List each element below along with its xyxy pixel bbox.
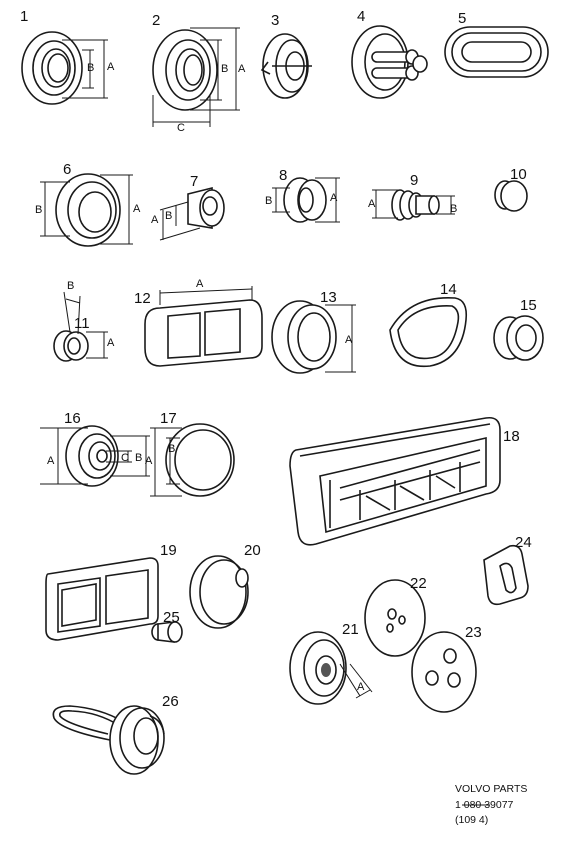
callout-16: 16: [64, 410, 81, 427]
callout-10: 10: [510, 166, 527, 183]
part-12-double-grommet: [144, 286, 263, 367]
callout-2: 2: [152, 12, 160, 29]
part-8-grommet: [272, 177, 340, 223]
part-14-seal: [389, 296, 468, 368]
part-11-grommet: [53, 291, 108, 362]
part-19-frame: [45, 557, 159, 641]
part-6-grommet: [40, 173, 133, 247]
dim-label-7b: B: [165, 210, 172, 222]
callout-3: 3: [271, 12, 279, 29]
footer-brand: VOLVO PARTS: [455, 783, 527, 795]
dim-label-6a: A: [133, 203, 141, 215]
dim-label-16c: C: [121, 452, 129, 464]
dim-label-9b: B: [450, 203, 457, 215]
part-23-disc: [411, 631, 477, 713]
dim-label-2b: B: [221, 63, 228, 75]
part-24-clip: [483, 544, 529, 606]
dim-label-17b: B: [168, 443, 175, 455]
callout-15: 15: [520, 297, 537, 314]
callout-1: 1: [20, 8, 28, 25]
callout-9: 9: [410, 172, 418, 189]
part-26-strap-grommet: [52, 705, 165, 775]
dim-label-7a: A: [151, 214, 159, 226]
part-15-grommet: [493, 315, 544, 361]
callout-20: 20: [244, 542, 261, 559]
part-17-ring: [150, 423, 235, 497]
dim-label-11a: A: [107, 337, 115, 349]
dim-label-1a: A: [107, 61, 115, 73]
callout-8: 8: [279, 167, 287, 184]
callout-25: 25: [163, 609, 180, 626]
dim-label-11b: B: [67, 280, 74, 292]
part-10-plug: [494, 180, 528, 212]
callout-22: 22: [410, 575, 427, 592]
dim-label-6b: B: [35, 204, 42, 216]
dim-label-16b: B: [135, 452, 142, 464]
part-20-cap: [189, 555, 249, 629]
callout-24: 24: [515, 534, 532, 551]
part-3-grommet: [260, 33, 312, 99]
dim-label-8a: A: [330, 192, 338, 204]
part-22-disc: [364, 579, 426, 657]
dim-label-21a: A: [357, 681, 365, 693]
callout-26: 26: [162, 693, 179, 710]
dim-label-16a: A: [47, 455, 55, 467]
callout-5: 5: [458, 10, 466, 27]
part-4-grommet: [351, 25, 428, 99]
callout-21: 21: [342, 621, 359, 638]
part-1-grommet: [21, 31, 108, 105]
dim-label-2a: A: [238, 63, 246, 75]
callout-14: 14: [440, 281, 457, 298]
callout-19: 19: [160, 542, 177, 559]
part-21-grommet: [289, 631, 373, 705]
part-13-grommet: [271, 300, 356, 374]
dim-label-12a: A: [196, 278, 204, 290]
part-7-plug: [159, 186, 225, 241]
callout-18: 18: [503, 428, 520, 445]
part-25-plug: [151, 621, 183, 643]
part-18-vent-housing: [289, 416, 501, 546]
callout-7: 7: [190, 173, 198, 190]
part-16-grommet: [40, 425, 150, 487]
part-2-grommet: [152, 27, 240, 127]
callout-17: 17: [160, 410, 177, 427]
dim-label-9a: A: [368, 198, 376, 210]
callout-4: 4: [357, 8, 365, 25]
callout-11: 11: [74, 315, 90, 332]
dim-label-13a: A: [345, 334, 353, 346]
part-5-oblong-grommet: [444, 26, 549, 78]
part-9-plug: [372, 189, 455, 221]
callout-23: 23: [465, 624, 482, 641]
dim-label-17a: A: [145, 455, 153, 467]
callout-6: 6: [63, 161, 71, 178]
dim-label-8b: B: [265, 195, 272, 207]
dim-label-1b: B: [87, 62, 94, 74]
footer-ref: (109 4): [455, 814, 488, 826]
callout-13: 13: [320, 289, 337, 306]
callout-12: 12: [134, 290, 151, 307]
dim-label-2c: C: [177, 122, 185, 134]
